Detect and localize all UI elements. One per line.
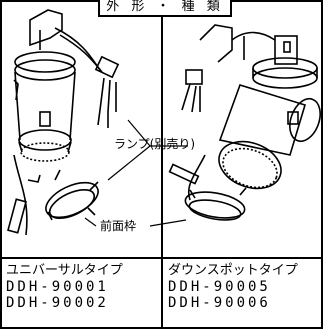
downspot-type-fixture (168, 24, 321, 221)
universal-type-label: ユニバーサルタイプ (6, 263, 123, 278)
lamp-callout: ランプ(別売り) (114, 137, 196, 151)
front-frame-callout: 前面枠 (100, 219, 137, 233)
universal-type-fixture (7, 9, 120, 236)
page-title: 外 形 ・ 種 類 (98, 0, 232, 17)
callout-leaders (84, 119, 188, 227)
universal-model-1: DDH-90001 (6, 279, 109, 295)
universal-model-2: DDH-90002 (6, 295, 109, 311)
downspot-model-2: DDH-90006 (168, 295, 271, 311)
downspot-type-label: ダウンスポットタイプ (168, 263, 298, 278)
downspot-model-1: DDH-90005 (168, 279, 271, 295)
